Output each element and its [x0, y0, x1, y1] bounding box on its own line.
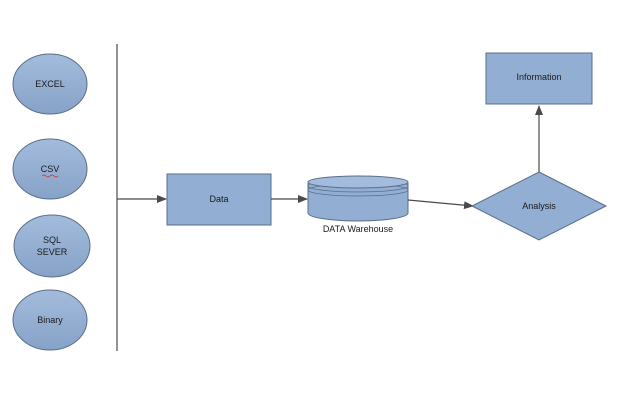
source-sql-server: SQL SEVER: [13, 214, 91, 278]
source-sql-label-line1: SQL: [43, 235, 61, 245]
source-binary-label: Binary: [37, 315, 63, 325]
analysis-node: Analysis: [470, 171, 608, 241]
analysis-node-label: Analysis: [522, 201, 556, 211]
source-sql-label-line2: SEVER: [37, 247, 68, 257]
data-node-label: Data: [209, 194, 228, 204]
information-node-label: Information: [516, 72, 561, 82]
data-warehouse-label: DATA Warehouse: [323, 224, 393, 234]
data-warehouse-node: DATA Warehouse: [307, 175, 409, 234]
data-node: Data: [166, 173, 272, 226]
source-csv: CSV: [12, 138, 88, 200]
source-excel: EXCEL: [12, 53, 88, 115]
source-excel-label: EXCEL: [35, 79, 65, 89]
source-binary: Binary: [12, 289, 88, 351]
connector-warehouse-to-analysis: [407, 199, 474, 210]
spellcheck-underline: [41, 174, 59, 178]
source-csv-label: CSV: [41, 164, 60, 174]
information-node: Information: [485, 52, 593, 105]
